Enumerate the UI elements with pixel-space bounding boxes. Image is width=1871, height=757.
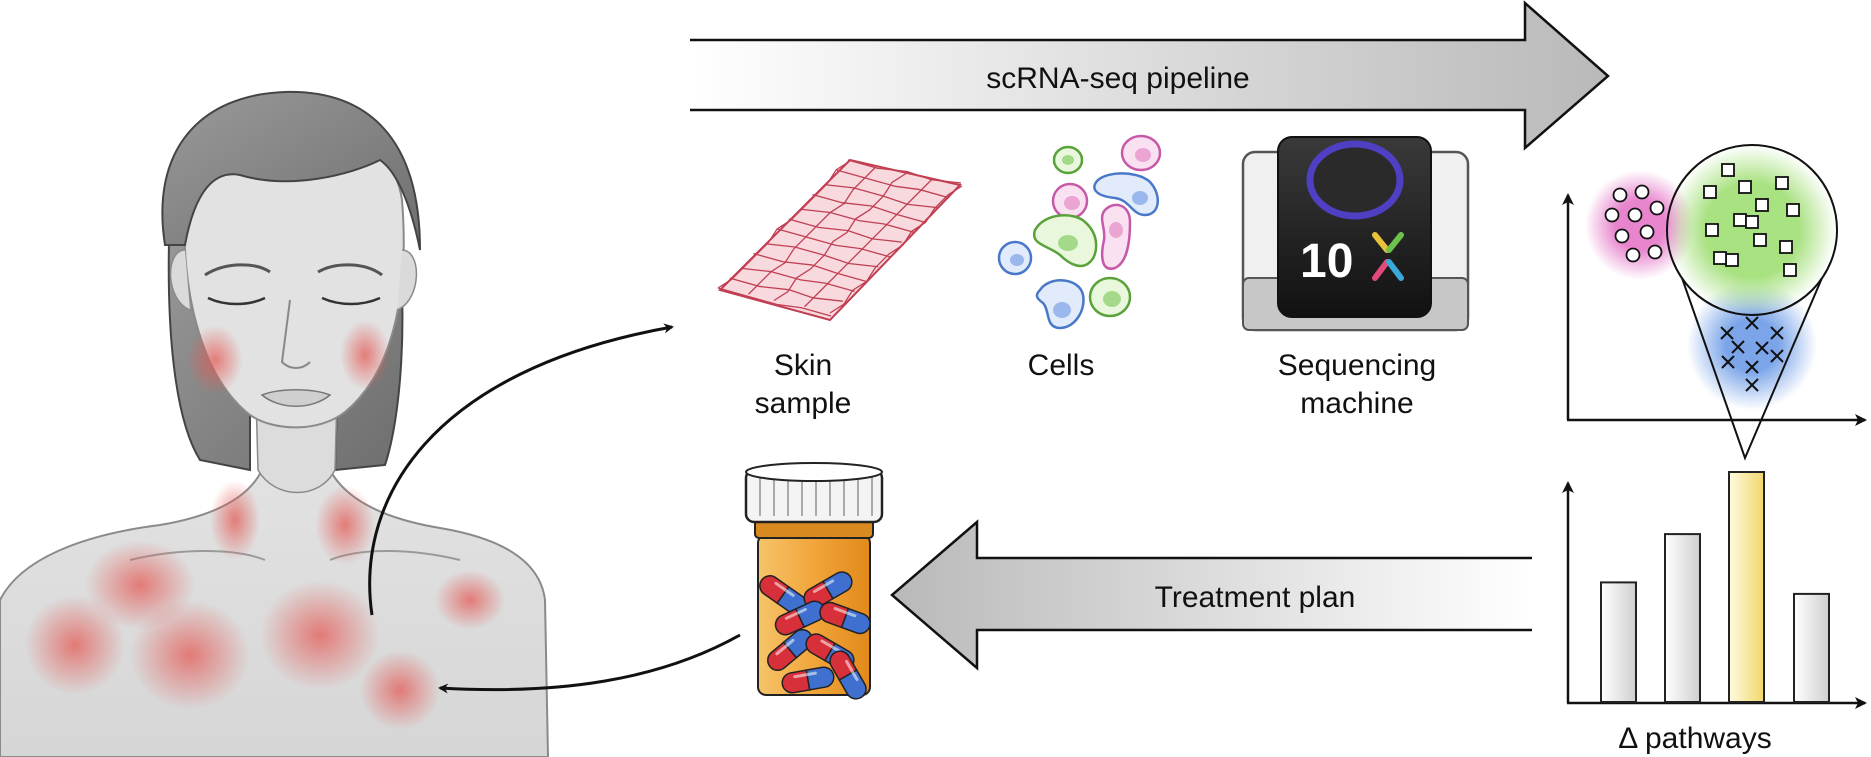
cluster-point bbox=[1745, 215, 1759, 229]
cluster-point bbox=[1649, 200, 1665, 216]
cluster-point bbox=[1745, 360, 1759, 374]
cluster-point bbox=[1731, 340, 1745, 354]
cluster-point bbox=[1745, 316, 1759, 330]
bar bbox=[1600, 581, 1637, 704]
cluster-pink bbox=[1585, 170, 1695, 280]
cell-pink-top bbox=[1120, 134, 1162, 172]
treatment-arrow: Treatment plan bbox=[890, 519, 1532, 671]
sequencing-label-line1: Sequencing bbox=[1278, 349, 1436, 382]
cell-green-small bbox=[1052, 145, 1084, 175]
cluster-point bbox=[1783, 263, 1797, 277]
sequencing-machine-icon: 10 bbox=[1241, 136, 1470, 332]
pipeline-arrow: scRNA-seq pipeline bbox=[690, 0, 1610, 151]
pill-capsule bbox=[819, 601, 871, 635]
cell-blue-small bbox=[997, 240, 1033, 276]
cell-pink-elongated bbox=[1100, 203, 1132, 270]
cluster-point bbox=[1705, 223, 1719, 237]
eye-right bbox=[321, 296, 381, 306]
eye-left bbox=[207, 296, 266, 306]
cluster-point bbox=[1745, 378, 1759, 392]
cells-icon bbox=[997, 134, 1162, 330]
cell-blue-elongated bbox=[1093, 172, 1159, 217]
pipeline-label: scRNA-seq pipeline bbox=[986, 62, 1249, 95]
cluster-point bbox=[1721, 163, 1735, 177]
cluster-point bbox=[1770, 349, 1784, 363]
treatment-return-arrow bbox=[438, 633, 741, 694]
green-cluster-points bbox=[1703, 163, 1800, 277]
cluster-point bbox=[1775, 176, 1789, 190]
pathways-bar-chart: Δ pathways bbox=[1562, 471, 1867, 755]
device-brand-text: 10 bbox=[1300, 235, 1353, 288]
skin-sample-label-line2: sample bbox=[755, 387, 852, 420]
chip-ring bbox=[1306, 140, 1404, 220]
bar-highlighted bbox=[1728, 471, 1765, 703]
cluster-point bbox=[1612, 187, 1628, 203]
pill-bottle-icon bbox=[744, 462, 884, 700]
cluster-plot bbox=[1562, 143, 1867, 461]
bar bbox=[1664, 533, 1701, 703]
cluster-point bbox=[1738, 180, 1752, 194]
ear-left bbox=[169, 249, 191, 311]
device-x-logo bbox=[1372, 232, 1404, 281]
pink-cluster-points bbox=[1604, 184, 1665, 263]
skin-sample-label-line1: Skin bbox=[774, 349, 832, 382]
cluster-point bbox=[1733, 213, 1747, 227]
cluster-blue bbox=[1687, 280, 1817, 410]
cluster-point bbox=[1625, 247, 1641, 263]
cluster-point bbox=[1614, 228, 1630, 244]
pill-capsule bbox=[803, 571, 853, 609]
cluster-point bbox=[1753, 233, 1767, 247]
cell-pink-round bbox=[1051, 182, 1089, 220]
mouth bbox=[260, 389, 332, 407]
treatment-label: Treatment plan bbox=[1155, 581, 1356, 614]
pill-capsule bbox=[774, 600, 826, 636]
pill-capsule bbox=[829, 650, 867, 700]
cluster-point bbox=[1786, 203, 1800, 217]
cluster-point bbox=[1703, 185, 1717, 199]
cluster-point bbox=[1713, 251, 1727, 265]
hair-top bbox=[161, 90, 421, 251]
pill-capsule bbox=[781, 666, 835, 694]
cluster-point bbox=[1725, 253, 1739, 267]
bar-chart-xlabel: Δ pathways bbox=[1618, 722, 1771, 755]
patient-illustration bbox=[0, 90, 550, 757]
cluster-point bbox=[1779, 240, 1793, 254]
ear-right bbox=[396, 249, 418, 311]
cluster-point bbox=[1634, 184, 1650, 200]
nose bbox=[280, 299, 311, 369]
cell-green-large bbox=[1032, 214, 1098, 268]
cluster-point bbox=[1755, 341, 1769, 355]
cluster-point bbox=[1755, 198, 1769, 212]
cell-green-right bbox=[1088, 276, 1132, 318]
skin-sample-icon bbox=[717, 158, 963, 322]
cluster-point bbox=[1720, 326, 1734, 340]
eyebrow-right bbox=[317, 263, 383, 277]
bar bbox=[1793, 592, 1830, 704]
cluster-point bbox=[1647, 244, 1663, 260]
cluster-point bbox=[1604, 207, 1620, 223]
blue-cluster-points bbox=[1720, 316, 1784, 392]
cluster-point bbox=[1721, 355, 1735, 369]
cluster-point bbox=[1770, 326, 1784, 340]
rash-patches bbox=[25, 320, 505, 730]
cell-blue-bottom bbox=[1035, 279, 1085, 330]
biopsy-arrow bbox=[368, 323, 674, 616]
sequencing-label-line2: machine bbox=[1300, 387, 1413, 420]
cells-label: Cells bbox=[1028, 349, 1095, 382]
cluster-point bbox=[1639, 224, 1655, 240]
zoom-lens bbox=[1666, 143, 1838, 461]
eyebrow-left bbox=[204, 263, 271, 277]
cluster-point bbox=[1627, 207, 1643, 223]
pill-capsule bbox=[767, 629, 813, 671]
